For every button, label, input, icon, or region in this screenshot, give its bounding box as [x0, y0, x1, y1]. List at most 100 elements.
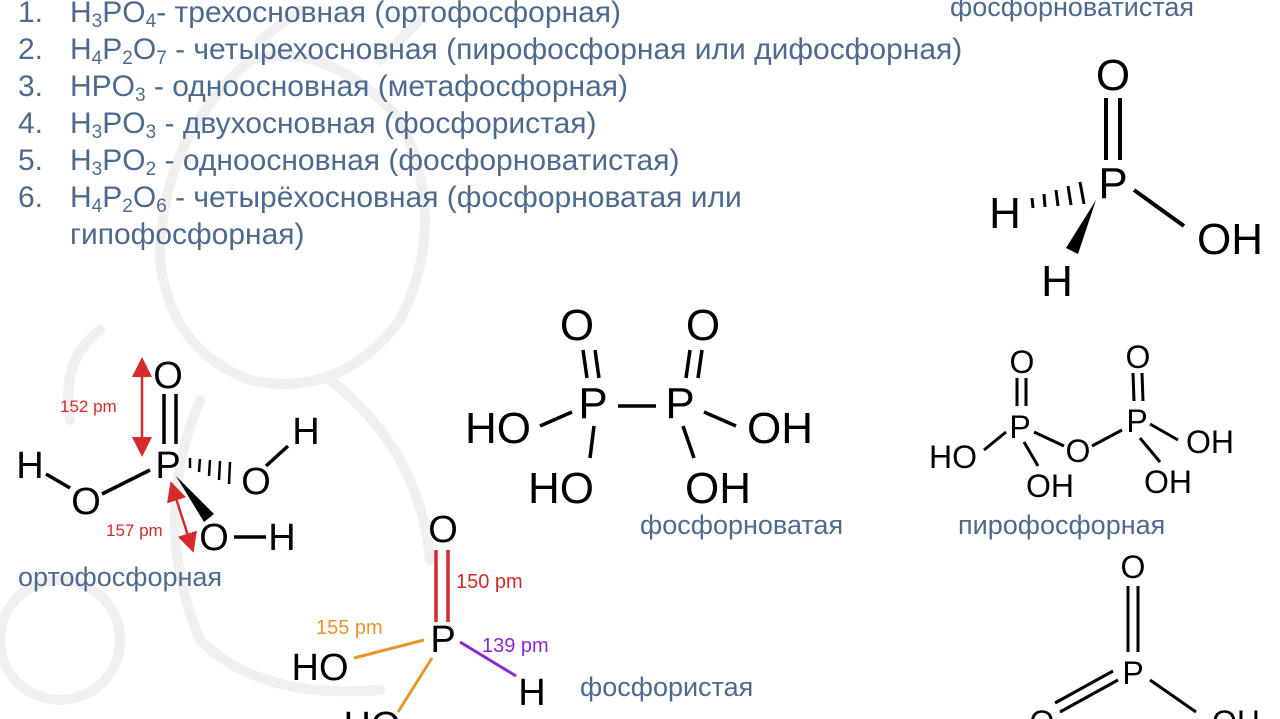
formula-text: PO: [102, 0, 146, 29]
atom-o: O: [241, 461, 271, 503]
formula-text: P: [102, 181, 123, 214]
atom-oh: OH: [1186, 424, 1234, 460]
atom-p: P: [1122, 655, 1143, 691]
formula-text: - одноосновная (метафосфорная): [145, 70, 629, 103]
atom-h: H: [989, 189, 1021, 238]
bond: [1054, 669, 1114, 705]
caption-pyrophosphoric: пирофосфорная: [958, 510, 1166, 540]
bond: [681, 425, 696, 459]
atom-p: P: [1098, 159, 1127, 208]
subscript: 3: [145, 122, 157, 143]
list-item: 5.H3PO2 - одноосновная (фосфорноватистая…: [18, 144, 680, 180]
bond: [459, 640, 517, 678]
atom-oh: OH: [1144, 464, 1192, 500]
bond: [581, 349, 589, 379]
bond: [1033, 430, 1065, 448]
formula-text: H: [70, 107, 92, 140]
bond-length-label: 157 pm: [106, 521, 163, 540]
bond: [1140, 372, 1145, 402]
atom-p: P: [665, 379, 694, 428]
atom-ho: HO: [292, 647, 349, 689]
structure-metaphosphoric: O P O OH: [1030, 549, 1260, 719]
formula-text: PO: [102, 107, 146, 140]
subscript: 3: [91, 11, 103, 32]
atom-o: O: [153, 355, 183, 397]
atom-o: O: [1010, 344, 1035, 380]
subscript: 4: [145, 11, 157, 32]
subscript: 4: [91, 196, 103, 217]
wedge-bond: [1066, 200, 1096, 254]
atom-o: O: [1121, 549, 1146, 585]
bond: [45, 472, 71, 490]
structure-hypophosphoric: O O P P HO OH HO OH: [465, 301, 813, 513]
formula-text: PO: [102, 144, 146, 177]
subscript: 2: [122, 48, 133, 69]
list-item: 2.H4P2O7 - четырехосновная (пирофосфорна…: [18, 33, 963, 69]
list-item: 1.H3PO4- трехосновная (ортофосфорная): [18, 0, 968, 31]
subscript: 2: [145, 159, 157, 180]
hashed-bond: [1030, 181, 1086, 209]
formula-text: O: [132, 181, 157, 214]
atom-o: O: [1126, 339, 1151, 375]
bond-length-label: 152 pm: [60, 397, 117, 416]
bond: [396, 657, 434, 713]
subscript: 3: [135, 85, 146, 106]
bond: [983, 430, 1007, 452]
bond: [1132, 188, 1186, 228]
list-item: 6.H4P2O6 - четырёхосновная (фосфорновата…: [18, 181, 742, 251]
bond-length-label: 139 pm: [482, 635, 549, 657]
bond: [264, 444, 290, 468]
bond: [539, 410, 573, 428]
atom-oh: OH: [1212, 704, 1260, 719]
atom-ho: HO: [344, 705, 401, 719]
structure-phosphorous: O 150 pm P 155 pm HO HO 139 pm H: [292, 509, 549, 719]
atom-o: O: [560, 301, 594, 350]
formula-text: H: [70, 33, 92, 66]
caption-hypophosphorous: фосфорноватистая: [950, 0, 1195, 22]
formula-text: - трехосновная (ортофосфорная): [156, 0, 622, 29]
atom-oh: OH: [1026, 468, 1074, 504]
formula-text: - одноосновная (фосфорноватистая): [156, 144, 680, 177]
subscript: 4: [91, 48, 103, 69]
formula-text: H: [70, 144, 92, 177]
bond: [1138, 437, 1162, 463]
subscript: 3: [91, 159, 103, 180]
atom-p: P: [578, 379, 607, 428]
bond: [1022, 441, 1040, 467]
bond: [101, 468, 151, 496]
caption-hypophosphoric: фосфорноватая: [640, 510, 844, 540]
list-item: 3.HPO3 - одноосновная (метафосфорная): [18, 70, 629, 106]
atom-h: H: [16, 445, 43, 487]
list-item: 4.H3PO3 - двухосновная (фосфористая): [18, 107, 597, 143]
formula-text: H: [70, 0, 92, 29]
atom-h: H: [268, 517, 295, 559]
atom-h: H: [292, 411, 319, 453]
bond: [1149, 422, 1179, 442]
structure-pyrophosphoric: O O P P O HO OH OH OH: [929, 339, 1234, 504]
subscript: 2: [122, 196, 133, 217]
atom-oh: OH: [1197, 215, 1263, 264]
atom-ho: HO: [528, 464, 594, 513]
atom-h: H: [518, 672, 545, 714]
bond: [703, 410, 737, 428]
bond: [684, 349, 692, 379]
formula-text: P: [102, 33, 123, 66]
structure-orthophosphoric: O 152 pm P O H H O 157 pm O H: [16, 355, 319, 559]
atom-o: O: [1030, 704, 1055, 719]
bond: [593, 349, 601, 379]
bond: [1059, 678, 1119, 714]
atom-ho: HO: [929, 439, 977, 475]
bond: [353, 638, 425, 660]
subscript: 3: [91, 122, 103, 143]
atom-oh: OH: [685, 464, 751, 513]
atom-o: O: [199, 517, 229, 559]
atom-oh: OH: [747, 404, 813, 453]
formula-text: H: [70, 181, 92, 214]
formula-text: HPO: [70, 70, 136, 103]
bond: [696, 349, 704, 379]
bond: [1131, 372, 1136, 402]
atom-o: O: [428, 509, 458, 551]
atom-ho: HO: [465, 404, 531, 453]
